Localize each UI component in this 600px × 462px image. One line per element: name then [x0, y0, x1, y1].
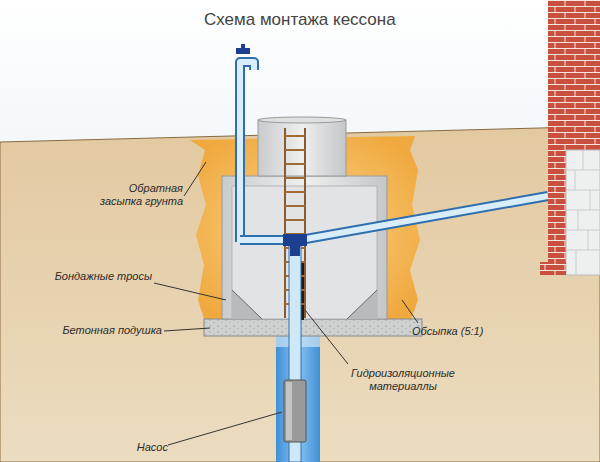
diagram-title: Схема монтажа кессона — [204, 10, 396, 30]
callout-label: Насос — [128, 441, 168, 454]
title-box: Схема монтажа кессона — [204, 10, 396, 30]
part-label: Насос — [128, 441, 168, 454]
part-label: Гидроизоляционные материаллы — [338, 367, 468, 393]
part-label: Бетонная подушка — [40, 324, 162, 337]
callout-label: Обсыпка (5:1) — [412, 325, 512, 338]
callout-label: Бетонная подушка — [40, 324, 162, 337]
callout-label: Гидроизоляционные материаллы — [338, 367, 468, 393]
ladder-rung — [285, 219, 305, 221]
part-label: Обратная засыпка грунта — [88, 182, 183, 208]
callout-label: Обратная засыпка грунта — [88, 182, 183, 208]
ladder-rung — [285, 135, 305, 137]
callout-label: Бондажные тросы — [40, 270, 152, 283]
ladder-rung — [285, 163, 305, 165]
ladder-rung — [285, 177, 305, 179]
part-label: Бондажные тросы — [40, 270, 152, 283]
part-label: Обсыпка (5:1) — [412, 325, 512, 338]
ladder-rung — [285, 149, 305, 151]
ladder-rung — [285, 205, 305, 207]
ladder-rung — [285, 191, 305, 193]
